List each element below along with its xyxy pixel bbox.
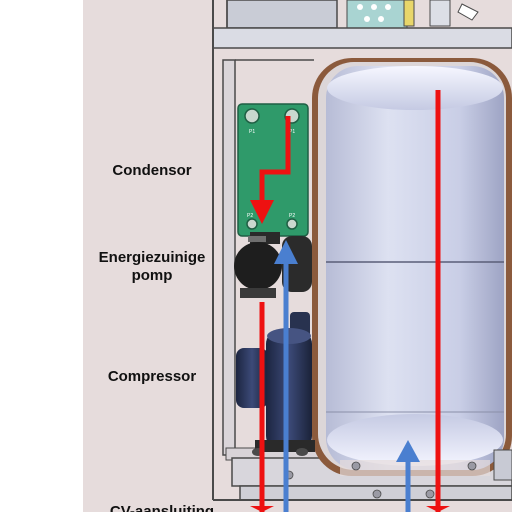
svg-text:P1: P1 (249, 129, 255, 135)
pump-label-line1: Energiezuinige (98, 249, 206, 266)
compressor-unit (236, 312, 315, 456)
buffer-tank (312, 58, 512, 476)
top-components (212, 0, 512, 49)
cv-connection-label: CV-aansluiting (109, 503, 215, 512)
svg-text:P1: P1 (289, 129, 295, 135)
flow-arrow-cold-head (274, 240, 298, 264)
pump-label-line2: pomp (131, 267, 173, 284)
flow-arrow-hot (259, 116, 291, 210)
svg-text:P2: P2 (247, 213, 253, 219)
flow-arrow-hot-head (250, 200, 274, 224)
base-bolts (284, 461, 477, 499)
flow-arrow-hot-lower-head (250, 506, 274, 512)
svg-text:P2: P2 (289, 213, 295, 219)
condensor-label: Condensor (112, 162, 192, 179)
flow-arrow-cold-tank-head (396, 440, 420, 462)
right-pipes (493, 449, 512, 481)
circulation-pump (234, 232, 312, 298)
compressor-label: Compressor (107, 368, 197, 385)
left-margin (0, 0, 83, 512)
flow-arrow-hot-tank-head (426, 506, 450, 512)
